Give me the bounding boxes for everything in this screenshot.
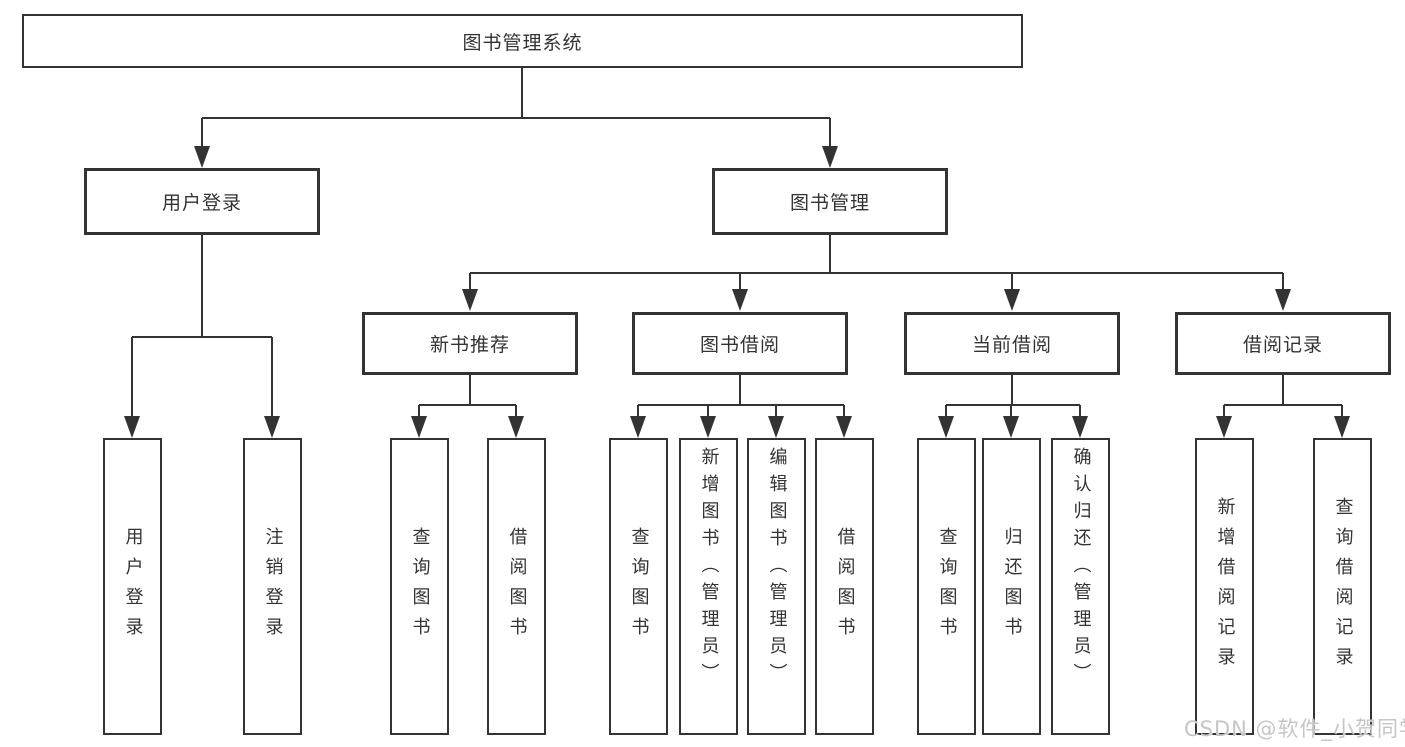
leaf-label: 注销登录 (262, 526, 284, 647)
leaf-return-book: 归还图书 (982, 438, 1041, 735)
node-label: 用户登录 (161, 192, 242, 214)
node-new-book-recommendation: 新书推荐 (362, 312, 578, 375)
leaf-label: 借阅图书 (834, 526, 856, 647)
node-label: 图书借阅 (699, 334, 780, 356)
leaf-label: 查询图书 (936, 526, 958, 647)
leaf-user-login: 用户登录 (103, 438, 162, 735)
node-label: 借阅记录 (1242, 334, 1323, 356)
arrowheads (124, 146, 1350, 438)
node-book-management: 图书管理 (712, 168, 948, 235)
csdn-watermark: CSDN @软件_小贺同学 (1184, 717, 1405, 741)
leaf-label: 查询借阅记录 (1332, 496, 1354, 677)
leaf-label: 查询图书 (628, 526, 650, 647)
node-label: 图书管理系统 (462, 31, 583, 54)
node-user-login: 用户登录 (84, 168, 320, 235)
leaf-label: 查询图书 (409, 526, 431, 647)
node-label: 当前借阅 (971, 334, 1052, 356)
node-borrowing-records: 借阅记录 (1175, 312, 1391, 375)
leaf-label: 确认归还（管理员） (1070, 447, 1092, 690)
leaf-confirm-return-admin: 确认归还（管理员） (1051, 438, 1110, 735)
leaf-logout: 注销登录 (243, 438, 302, 735)
leaf-edit-book-admin: 编辑图书（管理员） (747, 438, 806, 735)
leaf-label: 新增图书（管理员） (698, 447, 720, 690)
leaf-label: 编辑图书（管理员） (766, 447, 788, 690)
leaf-label: 借阅图书 (506, 526, 528, 647)
node-label: 图书管理 (789, 192, 870, 214)
leaf-label: 归还图书 (1001, 526, 1023, 647)
leaf-add-borrow-record: 新增借阅记录 (1195, 438, 1254, 735)
leaf-query-borrow-record: 查询借阅记录 (1313, 438, 1372, 735)
leaf-add-book-admin: 新增图书（管理员） (679, 438, 738, 735)
leaf-query-books-current: 查询图书 (917, 438, 976, 735)
leaf-borrow-books-recommend: 借阅图书 (487, 438, 546, 735)
leaf-label: 用户登录 (122, 526, 144, 647)
leaf-borrow-books-borrowing: 借阅图书 (815, 438, 874, 735)
node-label: 新书推荐 (429, 334, 510, 356)
leaf-query-books-borrowing: 查询图书 (609, 438, 668, 735)
node-current-borrowing: 当前借阅 (904, 312, 1120, 375)
node-library-management-system: 图书管理系统 (22, 14, 1023, 68)
leaf-query-books-recommend: 查询图书 (390, 438, 449, 735)
node-book-borrowing: 图书借阅 (632, 312, 848, 375)
leaf-label: 新增借阅记录 (1214, 496, 1236, 677)
